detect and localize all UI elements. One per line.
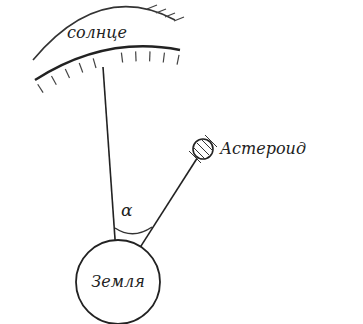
- node-text: солнце: [67, 24, 127, 42]
- sight-line: [103, 67, 115, 240]
- asteroid-node: Астероид: [192, 138, 310, 162]
- sun-drawing: [25, 5, 185, 100]
- sun-node: солнце: [25, 5, 185, 100]
- earth-circle: Земля: [72, 240, 164, 324]
- node-text: Земля: [91, 273, 144, 291]
- angle-arc: [115, 227, 152, 234]
- node-text: Астероид: [220, 140, 306, 158]
- angle-label: α: [121, 201, 132, 220]
- sight-line: [141, 158, 197, 246]
- asteroid-circle: [192, 138, 216, 162]
